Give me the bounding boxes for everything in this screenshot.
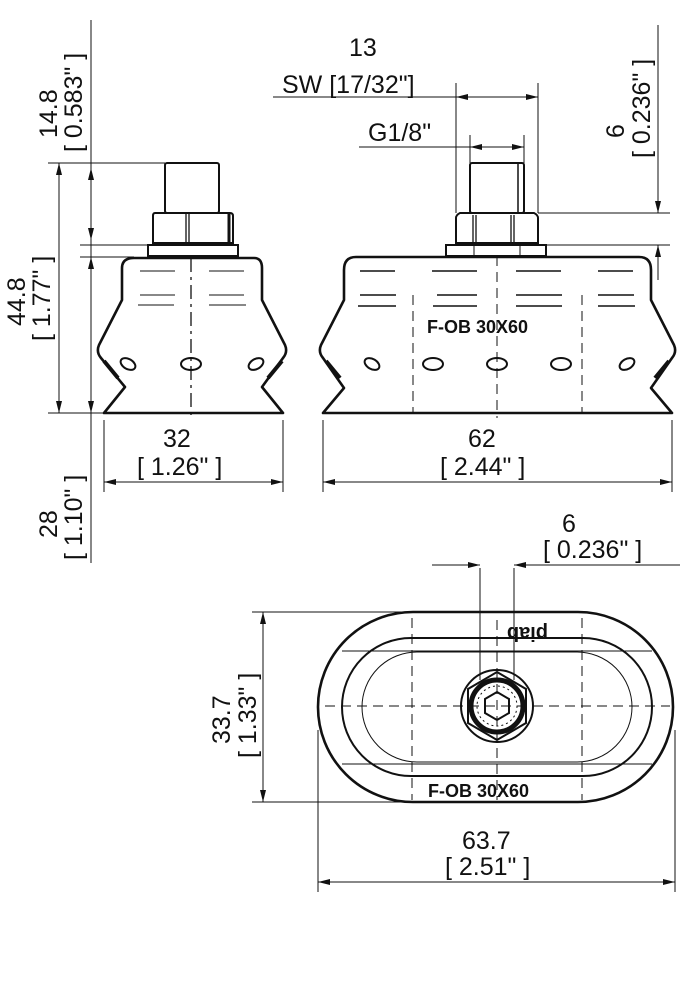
front-view: F-OB 30X60 (318, 162, 677, 418)
dim-side-width-mm: 32 (163, 425, 191, 453)
dim-top-height-inch: [ 1.33" ] (234, 673, 262, 758)
side-dimensions: 14.8 [ 0.583" ] 44.8 [ 1.77" ] 28 [ 1.10… (3, 20, 284, 563)
dim-nipple-height-inch: [ 0.583" ] (60, 53, 88, 152)
dim-top-width-mm: 63.7 (462, 827, 511, 855)
dim-thread-label: G1/8" (368, 119, 431, 147)
front-dimensions: 13 SW [17/32"] G1/8" 6 [ 0.236" ] 62 [ 2… (273, 25, 673, 492)
brand-logo: piab (507, 622, 548, 644)
part-label-front: F-OB 30X60 (427, 317, 528, 337)
dim-cup-height-mm: 28 (35, 510, 63, 538)
side-view (96, 162, 288, 418)
dim-nut-height-inch: [ 0.236" ] (628, 59, 656, 158)
part-label-top: F-OB 30X60 (428, 781, 529, 801)
top-dimensions: 6 [ 0.236" ] 33.7 [ 1.33" ] 63.7 [ 2.51"… (208, 510, 680, 892)
dim-total-height-inch: [ 1.77" ] (28, 256, 56, 341)
top-view: piab F-OB 30X60 (316, 610, 675, 804)
dim-bore-width-mm: 6 (562, 510, 576, 538)
dim-cup-height-inch: [ 1.10" ] (60, 475, 88, 560)
dim-wrench-size-mm: 13 (349, 34, 377, 62)
dim-bore-width-inch: [ 0.236" ] (543, 536, 642, 564)
dim-front-width-mm: 62 (468, 425, 496, 453)
dim-top-width-inch: [ 2.51" ] (445, 853, 530, 881)
dim-nut-height-mm: 6 (602, 124, 630, 138)
dim-wrench-size-inch: SW [17/32"] (282, 71, 415, 99)
dim-side-width-inch: [ 1.26" ] (137, 453, 222, 481)
dim-nipple-height-mm: 14.8 (35, 89, 63, 138)
dim-top-height-mm: 33.7 (208, 695, 236, 744)
dim-front-width-inch: [ 2.44" ] (440, 453, 525, 481)
dim-total-height-mm: 44.8 (3, 277, 31, 326)
